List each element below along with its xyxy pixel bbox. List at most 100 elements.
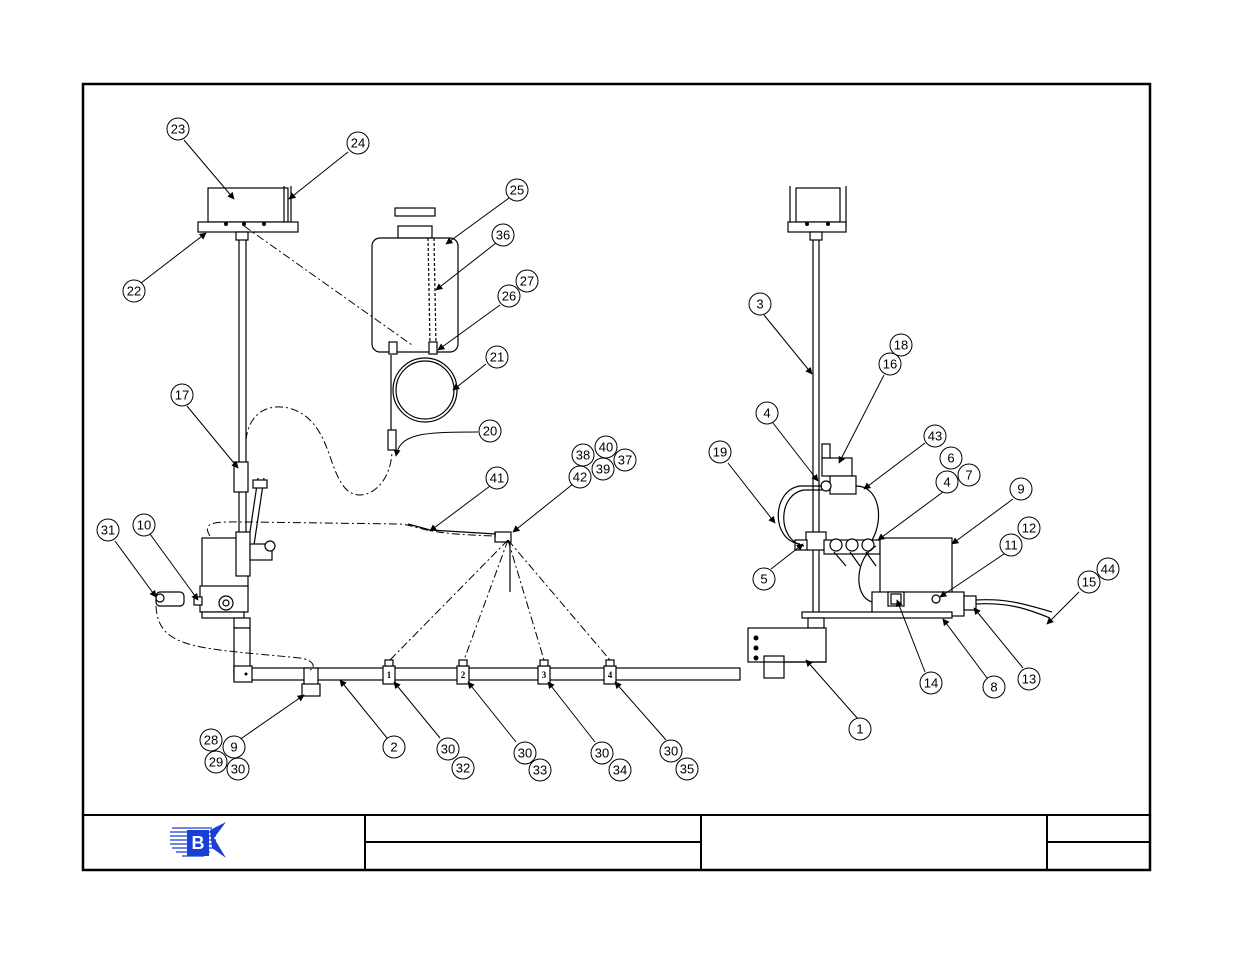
svg-text:41: 41 [490,471,504,486]
svg-text:30: 30 [664,744,678,759]
callout-14: 14 [919,671,943,695]
callout-20: 20 [478,419,502,443]
svg-text:30: 30 [441,742,455,757]
svg-text:24: 24 [351,136,365,151]
svg-text:35: 35 [680,762,694,777]
callout-18: 18 [889,333,913,357]
callout-10: 10 [132,513,156,537]
callout-30d: 30 [590,741,614,765]
svg-text:43: 43 [928,429,942,444]
callout-30a: 30 [226,757,250,781]
port-4: 4 [603,659,617,685]
leader-lines [114,139,1080,748]
callout-1: 1 [848,717,872,741]
svg-text:2: 2 [390,740,397,755]
callout-7: 7 [957,463,981,487]
callout-21: 21 [485,345,509,369]
svg-text:8: 8 [990,680,997,695]
svg-text:11: 11 [1004,538,1018,553]
callout-11: 11 [999,533,1023,557]
callout-25: 25 [505,178,529,202]
left-assembly: 1 2 3 4 [155,186,741,697]
svg-text:44: 44 [1101,562,1115,577]
callout-bubbles: 1 2 3 4 4 5 6 7 8 9 9 10 11 12 13 14 15 … [96,117,1120,782]
svg-text:28: 28 [204,733,218,748]
callout-19: 19 [708,440,732,464]
callout-24: 24 [346,131,370,155]
callout-9b: 9 [222,735,246,759]
callout-39: 39 [591,457,615,481]
callout-13: 13 [1017,667,1041,691]
callout-34: 34 [608,758,632,782]
callout-29: 29 [204,750,228,774]
callout-30c: 30 [513,741,537,765]
svg-text:9: 9 [230,740,237,755]
svg-text:26: 26 [502,289,516,304]
callout-5: 5 [752,567,776,591]
callout-38: 38 [571,443,595,467]
callout-35: 35 [675,757,699,781]
svg-text:5: 5 [760,572,767,587]
callout-33: 33 [528,758,552,782]
svg-text:17: 17 [175,388,189,403]
svg-text:29: 29 [209,755,223,770]
svg-text:18: 18 [894,338,908,353]
drawing-frame [81,82,1152,872]
callout-3: 3 [748,292,772,316]
callout-12: 12 [1017,516,1041,540]
svg-text:20: 20 [483,424,497,439]
svg-text:25: 25 [510,183,524,198]
callout-40: 40 [594,435,618,459]
svg-text:15: 15 [1082,575,1096,590]
svg-text:23: 23 [171,122,185,137]
svg-text:9: 9 [1017,482,1024,497]
callout-28: 28 [199,728,223,752]
svg-text:21: 21 [490,350,504,365]
callout-4a: 4 [755,401,779,425]
svg-text:32: 32 [456,761,470,776]
port-2: 2 [456,659,470,685]
callout-32: 32 [451,756,475,780]
svg-text:30: 30 [595,746,609,761]
callout-22: 22 [122,279,146,303]
svg-text:7: 7 [965,468,972,483]
callout-43: 43 [923,424,947,448]
svg-text:13: 13 [1022,672,1036,687]
svg-text:22: 22 [127,284,141,299]
svg-text:33: 33 [533,763,547,778]
svg-text:38: 38 [576,448,590,463]
callout-30b: 30 [436,737,460,761]
right-assembly [747,186,1053,679]
svg-text:40: 40 [599,440,613,455]
svg-text:36: 36 [496,228,510,243]
callout-42: 42 [568,465,592,489]
svg-text:1: 1 [387,670,392,680]
svg-text:42: 42 [573,470,587,485]
svg-text:4: 4 [943,475,950,490]
svg-text:34: 34 [613,763,627,778]
callout-6: 6 [939,446,963,470]
svg-text:10: 10 [137,518,151,533]
callout-41: 41 [485,466,509,490]
callout-27: 27 [515,269,539,293]
callout-23: 23 [166,117,190,141]
callout-36: 36 [491,223,515,247]
callout-31: 31 [96,518,120,542]
svg-text:12: 12 [1022,521,1036,536]
callout-17: 17 [170,383,194,407]
svg-text:37: 37 [618,453,632,468]
callout-4b: 4 [935,470,959,494]
svg-text:1: 1 [856,722,863,737]
svg-text:27: 27 [520,274,534,289]
callout-44: 44 [1096,557,1120,581]
svg-text:6: 6 [947,451,954,466]
svg-text:4: 4 [608,670,613,680]
callout-15: 15 [1077,570,1101,594]
port-1: 1 [382,659,396,685]
svg-text:2: 2 [461,670,466,680]
title-block: B [83,814,1150,870]
svg-text:4: 4 [763,406,770,421]
svg-text:30: 30 [231,762,245,777]
svg-text:B: B [192,833,205,853]
